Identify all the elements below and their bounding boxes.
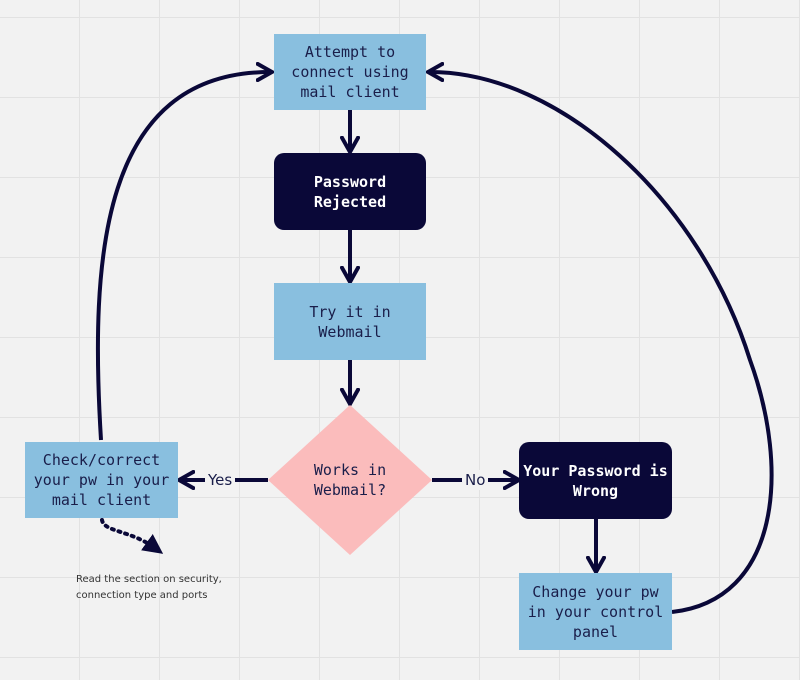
edge-label-no: No — [462, 470, 489, 490]
node-try-webmail: Try it in Webmail — [274, 283, 426, 360]
arrow-change-to-attempt — [430, 72, 774, 614]
dotted-arrow-to-note — [100, 518, 164, 554]
edge-label-yes: Yes — [205, 470, 236, 490]
node-attempt-connect: Attempt to connect using mail client — [274, 34, 426, 110]
node-works-in-webmail: Works in Webmail? — [313, 461, 387, 499]
arrow-check-to-attempt — [95, 72, 270, 441]
decision-diamond — [268, 405, 432, 555]
node-check-correct: Check/correct your pw in your mail clien… — [25, 442, 178, 518]
node-password-wrong: Your Password is Wrong — [519, 442, 672, 519]
node-password-rejected: Password Rejected — [274, 153, 426, 230]
node-change-pw: Change your pw in your control panel — [519, 573, 672, 650]
note-security-section: Read the section on security, connection… — [76, 574, 222, 601]
